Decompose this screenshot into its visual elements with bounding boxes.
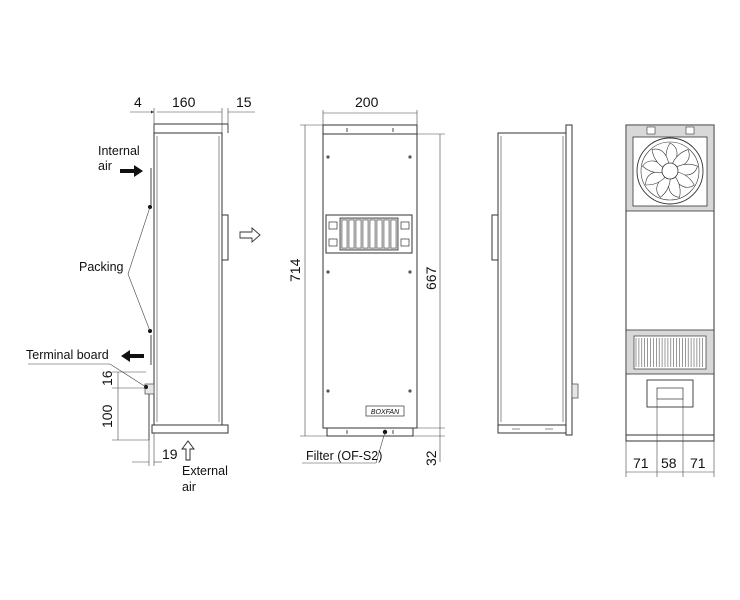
external-air-arrow-icon [181, 440, 195, 461]
view-arrow-icon [239, 227, 261, 243]
external-air-label-2: air [182, 480, 196, 494]
internal-air-label-2: air [98, 159, 112, 173]
grille-slat [369, 219, 376, 249]
internal-air-arrow-icon [120, 165, 143, 177]
brand-label: BOXFAN [371, 409, 400, 416]
dim-667: 667 [423, 266, 439, 290]
front-grille [325, 214, 413, 254]
dim-58: 58 [661, 455, 677, 471]
dim-714: 714 [287, 258, 303, 282]
dim-32: 32 [423, 450, 439, 466]
dim-19: 19 [162, 446, 178, 462]
side-view-right [491, 124, 579, 436]
grille-slat [390, 219, 397, 249]
side-view-right-terminal [571, 383, 579, 399]
dim-71-right: 71 [690, 455, 706, 471]
side-view-right-flange [565, 124, 573, 436]
side-view-right-handle [491, 214, 499, 261]
internal-air-label-1: Internal [98, 144, 140, 158]
grille-slat [383, 219, 390, 249]
filter-label: Filter (OF-S2) [306, 449, 382, 463]
side-view: 4 160 15 Internal air Packing Terminal b… [26, 94, 255, 494]
grille-slat [341, 219, 348, 249]
dim-15: 15 [236, 94, 252, 110]
grille-slat [355, 219, 362, 249]
dim-71-left: 71 [633, 455, 649, 471]
terminal-board-label: Terminal board [26, 348, 109, 362]
dim-100: 100 [99, 404, 115, 428]
side-view-right-body [497, 132, 567, 426]
brand-badge [365, 405, 405, 417]
dim-160: 160 [172, 94, 196, 110]
grille-slat [376, 219, 383, 249]
front-view: BOXFAN Filter (OF-S2) 200 714 667 32 [287, 94, 445, 466]
terminal-box [646, 379, 694, 408]
side-handle [221, 214, 229, 261]
dim-16: 16 [99, 370, 115, 386]
terminal-board-arrow-icon [121, 350, 144, 362]
front-filter [326, 427, 414, 437]
side-view-body [153, 132, 223, 426]
front-view-body [322, 124, 418, 429]
front-top-flange [322, 124, 418, 135]
side-filter [151, 424, 229, 434]
grille-slat [348, 219, 355, 249]
back-view: 71 58 71 [625, 124, 715, 477]
terminal-board-block [144, 383, 155, 395]
dim-4: 4 [134, 94, 142, 110]
dim-200: 200 [355, 94, 379, 110]
packing-label: Packing [79, 260, 124, 274]
grille-slat [362, 219, 369, 249]
external-air-label-1: External [182, 464, 228, 478]
